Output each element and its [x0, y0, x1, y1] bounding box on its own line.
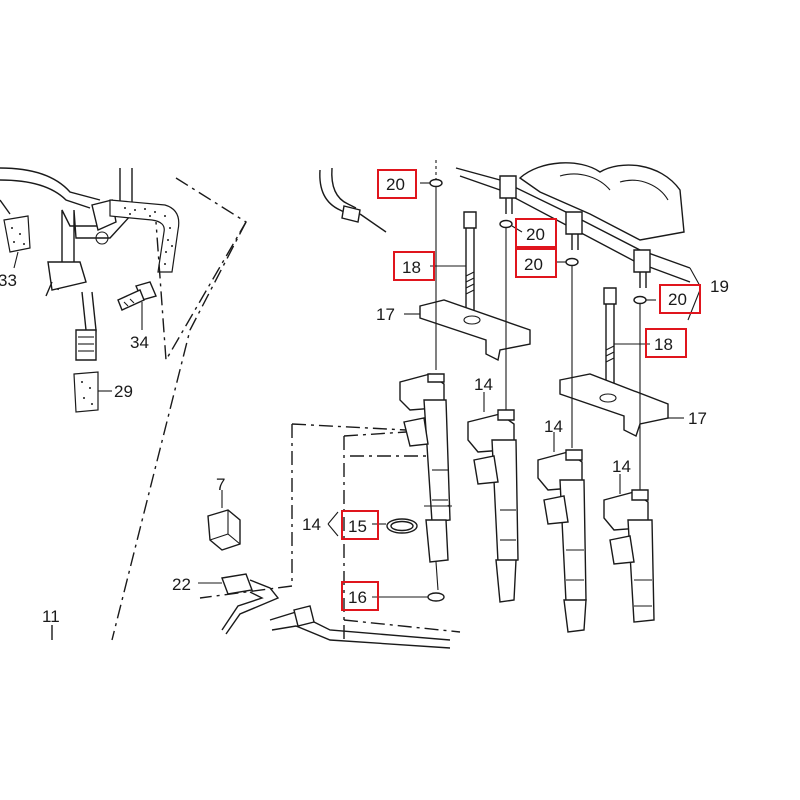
label-11: 11	[42, 607, 60, 626]
return-hose	[109, 199, 180, 273]
label-29: 29	[114, 382, 133, 401]
label-16: 16	[348, 588, 367, 607]
injector-4	[603, 489, 655, 623]
highlight-20-d	[659, 284, 701, 314]
highlight-15	[341, 510, 379, 540]
injector-3	[537, 449, 587, 633]
highlight-20-c	[515, 248, 557, 278]
label-18-a: 18	[402, 258, 421, 277]
label-33: 33	[0, 271, 17, 290]
frame-line-upper	[155, 177, 247, 363]
label-7: 7	[216, 475, 225, 494]
highlight-20-a	[377, 169, 417, 199]
label-14-c: 14	[612, 457, 631, 476]
fuel-rail	[319, 167, 691, 288]
washer-16	[427, 592, 445, 602]
clamp-17-right	[559, 373, 684, 437]
frame-line-bottom	[343, 619, 461, 633]
label-19: 19	[710, 277, 729, 296]
label-20-b: 20	[526, 225, 545, 244]
label-20-a: 20	[386, 175, 405, 194]
injector-2	[467, 409, 519, 603]
frame-line-top	[291, 423, 407, 431]
frame-line-center	[199, 424, 293, 599]
label-20-d: 20	[668, 290, 687, 309]
fuel-line-left-assembly	[0, 167, 133, 361]
injector-1	[399, 373, 452, 591]
washers-20	[420, 160, 701, 490]
label-14-d: 14	[302, 515, 321, 534]
pipe-22	[51, 573, 451, 649]
label-15: 15	[348, 517, 367, 536]
label-20-c: 20	[524, 255, 543, 274]
highlight-18-b	[645, 328, 687, 358]
o-ring-15-inner	[390, 520, 414, 532]
hose-29	[73, 371, 112, 413]
bolt-34	[117, 281, 157, 330]
label-34: 34	[130, 333, 149, 352]
cylinder-head-outline	[518, 162, 685, 241]
highlight-18-a	[393, 251, 435, 281]
part-7-sleeve	[207, 490, 241, 551]
bolt-18-left	[430, 211, 477, 312]
label-22: 22	[172, 575, 191, 594]
highlight-20-b	[515, 218, 557, 248]
frame-line-diagonal	[111, 221, 247, 641]
label-14-a: 14	[474, 375, 493, 394]
clamp-17-left	[404, 299, 531, 362]
bolt-18-right	[603, 287, 650, 390]
frame-line-inner-top	[343, 431, 407, 437]
highlight-16	[341, 581, 379, 611]
label-17-b: 17	[688, 409, 707, 428]
label-18-b: 18	[654, 335, 673, 354]
hose-33	[0, 199, 31, 269]
label-14-b: 14	[544, 417, 563, 436]
label-17-a: 17	[376, 305, 395, 324]
